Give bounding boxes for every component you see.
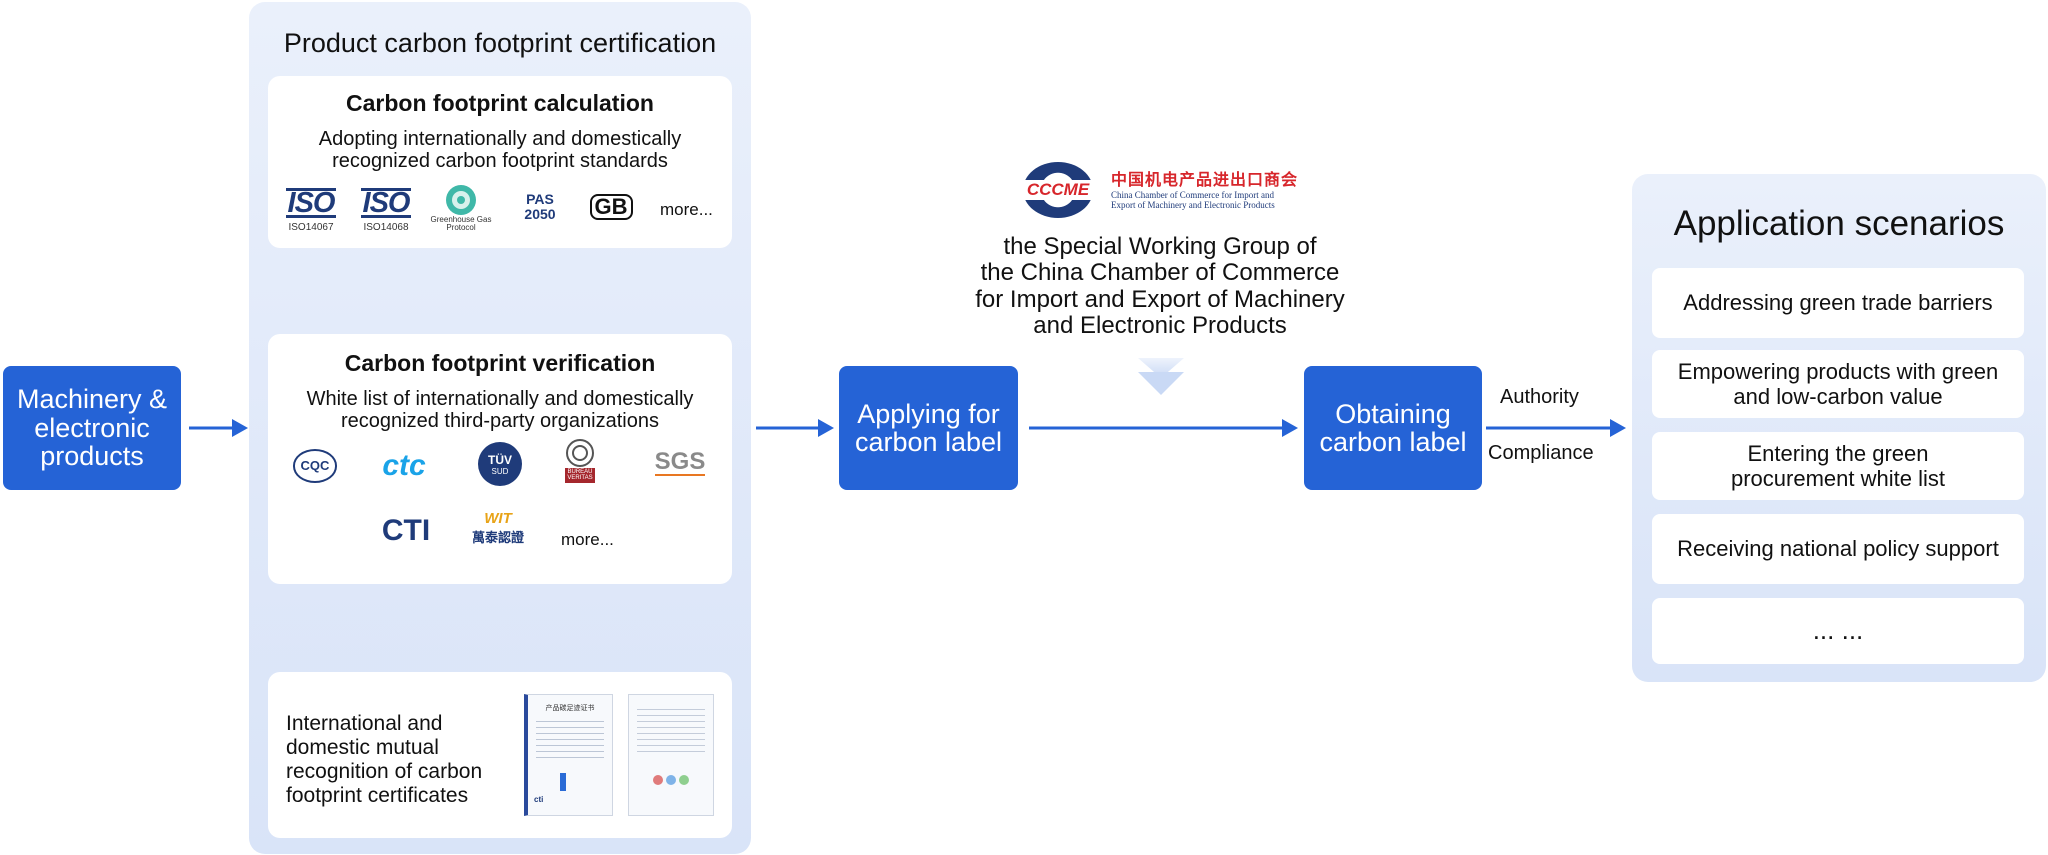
wit-logo: WIT 萬泰認證 [466,510,530,546]
scenario-item-1: Addressing green trade barriers [1652,268,2024,338]
cccme-name-cn: 中国机电产品进出口商会 [1111,172,1299,189]
certificate-thumbnail-2 [628,694,714,816]
wit-caption: 萬泰認證 [471,530,524,545]
certificate-2-lines [637,709,705,757]
gb-logo: GB [588,194,634,220]
cccme-emblem-icon: CCCME [1021,162,1095,218]
tuv-mark: TÜV [488,452,512,467]
certificate-1-title: 产品碳足迹证书 [545,705,595,712]
arrow-applying-to-obtaining [1029,419,1298,437]
ghg-globe-icon [446,185,476,215]
ctc-mark: ctc [382,449,426,482]
cccme-name-en: China Chamber of Commerce for Import and… [1111,190,1275,211]
seal-icon [666,775,676,785]
cqc-logo: CQC [288,446,342,486]
scenario-item-2: Empowering products with green and low-c… [1652,350,2024,418]
ghg-protocol-logo: Greenhouse Gas Protocol [428,184,494,233]
ctc-logo: ctc [374,448,434,484]
bureau-veritas-seal-icon [566,439,594,467]
calculation-title: Carbon footprint calculation [346,90,654,116]
pas2050-logo: PAS 2050 [512,191,568,222]
certificate-thumbnail-1: 产品碳足迹证书 cti [524,694,613,816]
ghg-caption: Greenhouse Gas Protocol [430,215,492,233]
wit-mark: WIT [484,510,512,527]
iso14067-logo: ISO ISO14067 [285,187,337,233]
authority-label: Authority [1500,386,1579,408]
cqc-mark: CQC [292,449,338,483]
iso14067-caption: ISO14067 [288,222,334,233]
certification-panel: Product carbon footprint certification C… [249,2,751,854]
machinery-products-box: Machinery & electronic products [3,366,181,490]
arrow-products-to-certification [189,419,248,437]
verification-title: Carbon footprint verification [344,350,656,376]
cti-mark: CTI [381,514,431,547]
verification-card: Carbon footprint verification White list… [268,334,732,584]
iso-mark-text: ISO [285,187,337,219]
recognition-text: International and domestic mutual recogn… [286,712,483,808]
certificate-2-seals [629,775,713,785]
seal-icon [653,775,663,785]
certification-title: Product carbon footprint certification [283,28,717,58]
bureau-veritas-caption: BUREAU VERITAS [565,468,595,483]
certificate-1-logo: cti [534,795,544,804]
scenario-item-3: Entering the green procurement white lis… [1652,432,2024,500]
scenario-item-5: ... ... [1652,598,2024,664]
verification-subtitle: White list of internationally and domest… [306,388,694,432]
calculation-card: Carbon footprint calculation Adopting in… [268,76,732,248]
cccme-chevron-icon [1138,358,1184,395]
compliance-label: Compliance [1488,442,1594,464]
scenarios-panel: Application scenarios [1632,174,2046,682]
pas2050-mark: PAS 2050 [524,191,556,222]
recognition-card: International and domestic mutual recogn… [268,672,732,838]
calculation-subtitle: Adopting internationally and domesticall… [318,128,682,172]
tuv-sud-logo: TÜV SUD [478,442,522,486]
iso14068-logo: ISO ISO14068 [360,187,412,233]
arrow-certification-to-applying [756,419,834,437]
cccme-description: the Special Working Group of the China C… [975,233,1345,340]
tuv-caption: SUD [491,466,509,476]
arrow-obtaining-to-scenarios [1486,419,1626,437]
sgs-mark: SGS [654,448,706,476]
calculation-more-text: more... [660,200,713,219]
cccme-emblem-text: CCCME [1021,180,1095,200]
obtaining-carbon-label-box: Obtaining carbon label [1304,366,1482,490]
gb-mark: GB [589,194,633,220]
certificate-1-bar [560,773,566,791]
bureau-veritas-logo: BUREAU VERITAS [558,438,602,483]
iso-mark-text: ISO [360,187,412,219]
certificate-1-lines [536,721,604,759]
scenarios-title: Application scenarios [1673,204,2005,243]
verification-more-text: more... [561,530,614,549]
sgs-logo: SGS [650,450,710,476]
seal-icon [679,775,689,785]
iso14068-caption: ISO14068 [363,222,409,233]
applying-carbon-label-box: Applying for carbon label [839,366,1018,490]
cti-logo: CTI [378,514,434,548]
cccme-logo: CCCME 中国机电产品进出口商会 China Chamber of Comme… [1021,160,1303,220]
scenario-item-4: Receiving national policy support [1652,514,2024,584]
